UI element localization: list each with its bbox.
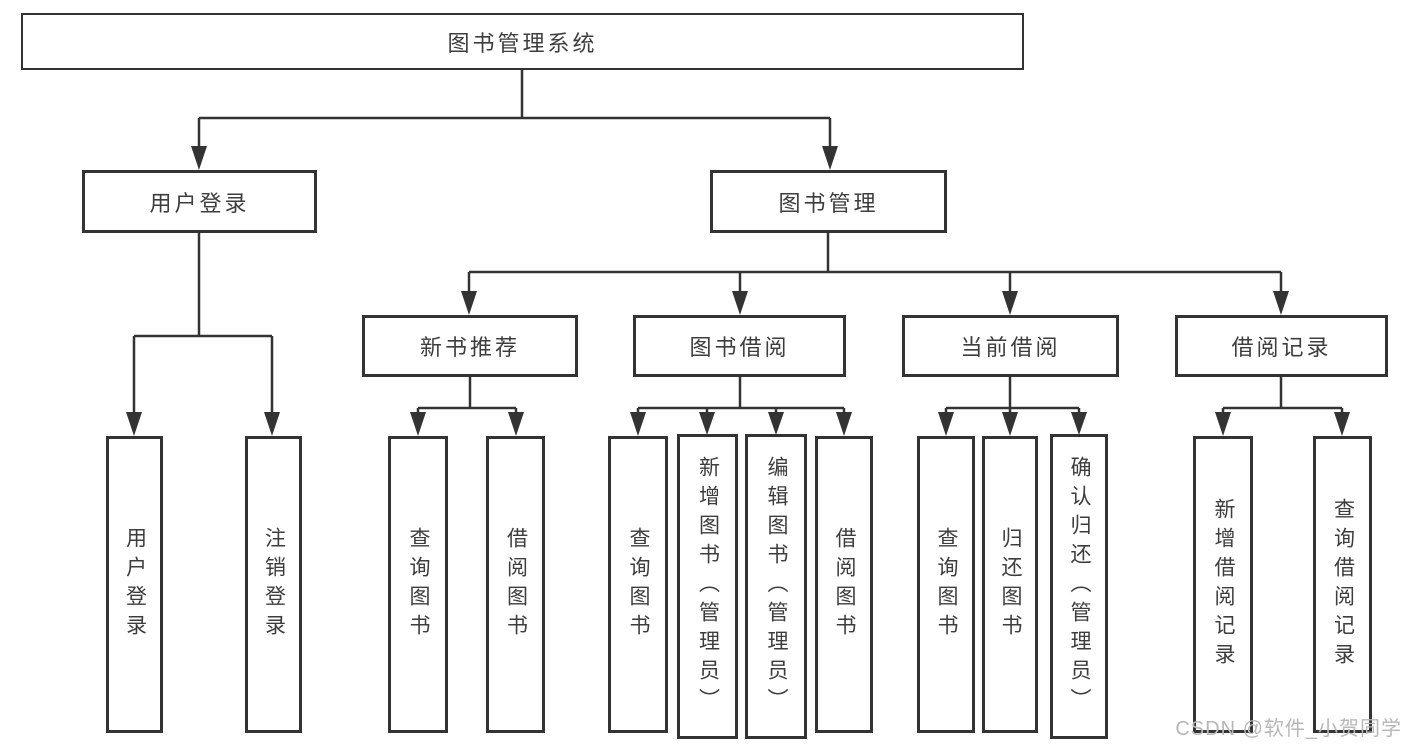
- node-query-books-borrow: 查询图书: [608, 436, 668, 733]
- node-query-borrow-record: 查询借阅记录: [1313, 436, 1372, 733]
- connector-new-book-to-children: [410, 377, 524, 436]
- node-borrow-books-recommend: 借阅图书: [486, 436, 545, 733]
- node-current-borrowing: 当前借阅: [902, 315, 1119, 377]
- connector-current-borrow-to-children: [938, 377, 1087, 436]
- connector-root-to-level2: [191, 70, 838, 170]
- node-return-books: 归还图书: [982, 436, 1038, 733]
- node-library-management-system: 图书管理系统: [21, 13, 1024, 70]
- node-logout: 注销登录: [245, 436, 302, 733]
- node-borrowing-records: 借阅记录: [1175, 315, 1388, 377]
- node-book-management: 图书管理: [710, 170, 947, 233]
- node-book-borrowing: 图书借阅: [633, 315, 846, 377]
- node-borrow-books-leaf: 借阅图书: [815, 436, 873, 733]
- node-edit-books-admin: 编辑图书（管理员）: [745, 434, 807, 739]
- node-new-book-recommendation: 新书推荐: [362, 315, 578, 377]
- node-add-books-admin: 新增图书（管理员）: [677, 434, 738, 739]
- node-user-login: 用户登录: [82, 170, 317, 233]
- connector-user-login-to-children: [126, 233, 280, 436]
- node-query-books-current: 查询图书: [917, 436, 975, 733]
- node-user-login-leaf: 用户登录: [106, 436, 163, 733]
- node-add-borrow-record: 新增借阅记录: [1193, 436, 1253, 733]
- connector-borrow-record-to-children: [1215, 377, 1350, 436]
- connector-book-borrow-to-children: [630, 377, 852, 436]
- connector-book-management-to-level3: [461, 233, 1289, 315]
- watermark-text: CSDN @软件_小贺同学: [1175, 718, 1402, 740]
- node-confirm-return-admin: 确认归还（管理员）: [1050, 434, 1108, 739]
- node-query-books-recommend: 查询图书: [388, 436, 448, 733]
